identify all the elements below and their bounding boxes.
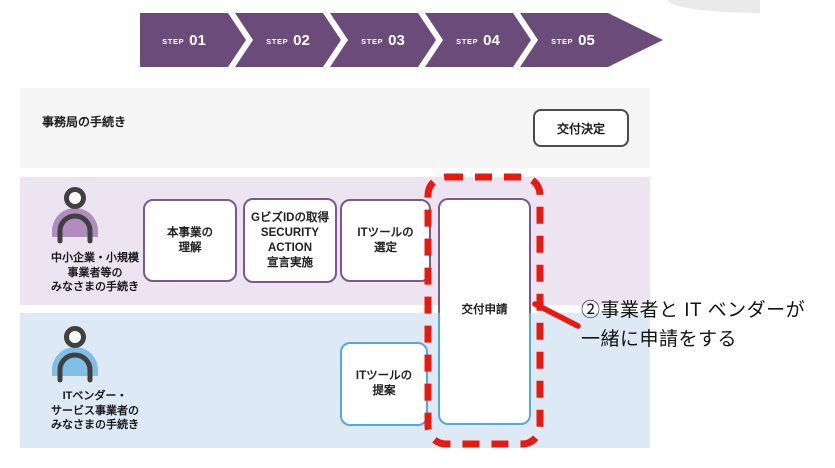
box-gbizid-security-action: GビズIDの取得 SECURITY ACTION 宣言実施: [243, 198, 337, 283]
step-number: 05: [578, 31, 595, 49]
grant-application-label: 交付申請: [461, 304, 508, 316]
step-chevron-5: STEP 05: [520, 13, 663, 67]
step-word: STEP: [266, 37, 289, 46]
cropped-bubble-corner: [668, 0, 760, 13]
step-chevron-1: STEP 01: [140, 13, 246, 67]
step-number: 03: [388, 31, 405, 49]
step-chevron-3: STEP 03: [330, 13, 436, 67]
step-number: 02: [293, 31, 310, 49]
grant-application-box-lower: [438, 313, 531, 425]
step-number: 04: [483, 31, 500, 49]
grant-application-box-upper: [438, 198, 531, 313]
vendor-person-icon: [52, 326, 98, 383]
annotation-leader-line: [532, 301, 581, 329]
step-word: STEP: [162, 37, 185, 46]
sme-procedure-row: 中小企業・小規模 事業者等の みなさまの手続き 本事業の 理解 GビズIDの取得…: [20, 177, 650, 305]
sme-row-label: 中小企業・小規模 事業者等の みなさまの手続き: [51, 252, 139, 293]
office-procedure-row: 事務局の手続き 交付決定: [20, 88, 650, 168]
office-row-label: 事務局の手続き: [42, 115, 127, 129]
vendor-row-label: ITベンダー・ サービス事業者の みなさまの手続き: [51, 390, 139, 431]
step-chevron-4: STEP 04: [425, 13, 531, 67]
vendor-procedure-row: ITベンダー・ サービス事業者の みなさまの手続き ITツールの 提案: [20, 313, 650, 448]
step-word: STEP: [361, 37, 384, 46]
step-chevron-2: STEP 02: [235, 13, 341, 67]
box-propose-it-tool: ITツールの 提案: [340, 342, 428, 426]
grant-decision-box: 交付決定: [533, 109, 629, 147]
box-understand-project: 本事業の 理解: [143, 199, 237, 282]
step-word: STEP: [456, 37, 479, 46]
sme-person-icon: [52, 187, 98, 244]
annotation-text: ②事業者と IT ベンダーが 一緒に申請をする: [581, 300, 806, 350]
box-select-it-tool: ITツールの 選定: [340, 199, 431, 282]
red-dashed-highlight: [424, 173, 544, 448]
step-number: 01: [189, 31, 206, 49]
step-word: STEP: [551, 37, 574, 46]
